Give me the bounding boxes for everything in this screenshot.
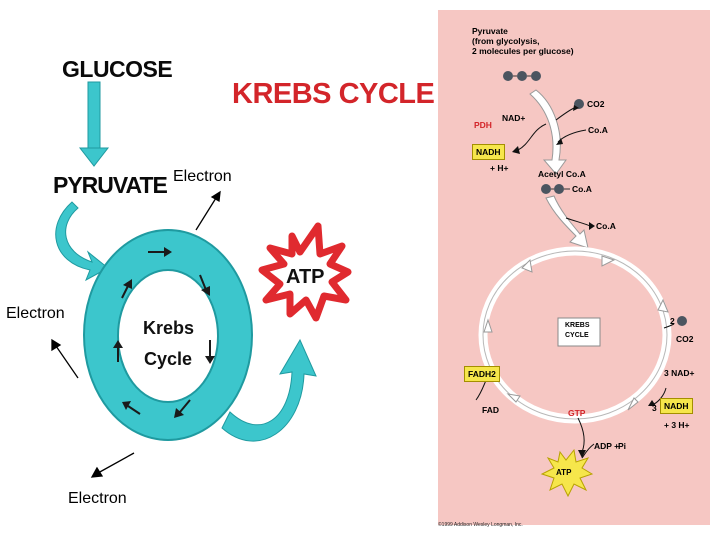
krebs-label-line1: Krebs [143, 318, 195, 338]
atp-label: ATP [286, 266, 325, 288]
cycle-direction-arrows [113, 247, 215, 418]
fadh2-box: FADH2 [464, 366, 500, 382]
nad-3-label: 3 NAD+ [664, 368, 695, 378]
acetyl-coa-icon [541, 184, 570, 194]
pi-label: Pi [618, 441, 627, 451]
krebs-box-line2: CYCLE [565, 332, 589, 339]
nadh-3-box: NADH [660, 398, 693, 414]
co2-right-icon [677, 316, 687, 326]
krebs-cycle-ring [83, 229, 253, 441]
pyruvate-to-cycle-arrow [55, 201, 109, 282]
electron-arrows [51, 190, 221, 478]
cycle-to-atp-arrow [221, 338, 317, 442]
krebs-cycle-box [557, 317, 601, 347]
electron-label-top: Electron [173, 168, 232, 185]
glucose-to-pyruvate-arrow [78, 81, 110, 167]
pyruvate-molecule-icon [503, 71, 541, 81]
acetyl-coa-label: Acetyl Co.A [538, 169, 586, 179]
copyright-text: ©1999 Addison Wesley Longman, Inc. [438, 522, 523, 528]
coa-top-label: Co.A [588, 125, 608, 135]
nadh-box: NADH [472, 144, 505, 160]
krebs-cycle-detailed-panel: Pyruvate (from glycolysis, 2 molecules p… [438, 10, 710, 525]
header-from-glycolysis: (from glycolysis, [472, 36, 540, 46]
nadh-count-label: 3 [652, 403, 657, 413]
acetyl-to-cycle-arrow [545, 195, 589, 249]
atp-starburst [258, 222, 352, 322]
electron-label-bottom: Electron [68, 490, 127, 507]
adp-label: ADP + [594, 441, 620, 451]
krebs-box-line1: KREBS [565, 322, 590, 329]
krebs-cycle-simple-diagram [51, 81, 352, 478]
pyruvate-to-acetyl-arrow [529, 89, 567, 175]
electron-label-left: Electron [6, 305, 65, 322]
h-plus-label: + H+ [490, 163, 509, 173]
header-pyruvate: Pyruvate [472, 26, 508, 36]
glucose-label: GLUCOSE [62, 56, 173, 82]
detailed-cycle-graphics [475, 71, 687, 498]
pyruvate-label: PYRUVATE [53, 172, 168, 198]
co2-top-label: CO2 [587, 99, 605, 109]
gtp-label: GTP [568, 408, 586, 418]
co2-right-label: CO2 [676, 334, 694, 344]
atp-burst-label: ATP [556, 468, 572, 477]
detailed-cycle-arrows [483, 255, 669, 411]
krebs-cycle-title: KREBS CYCLE [232, 78, 435, 110]
pdh-label: PDH [474, 120, 492, 130]
co2-count-label: 2 [670, 316, 675, 326]
acetyl-coa-bond-label: Co.A [572, 184, 592, 194]
coa-release-label: Co.A [596, 221, 616, 231]
h-3-label: + 3 H+ [664, 420, 690, 430]
nad-plus-label: NAD+ [502, 113, 526, 123]
header-molecules-per-glucose: 2 molecules per glucose) [472, 46, 574, 56]
krebs-label-line2: Cycle [144, 349, 193, 369]
detailed-atp-starburst [540, 448, 594, 498]
fad-label: FAD [482, 405, 499, 415]
